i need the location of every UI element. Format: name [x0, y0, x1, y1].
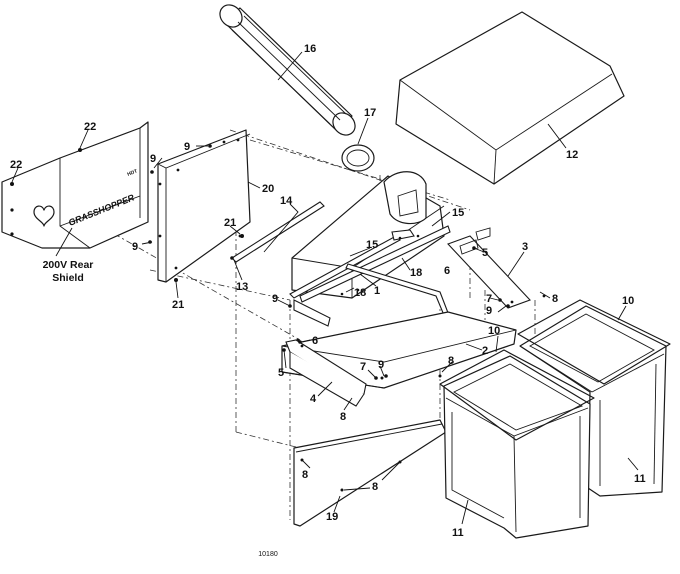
callout-4: 4 — [310, 393, 317, 405]
bottom-rail — [285, 339, 367, 407]
callout-8c: 8 — [340, 411, 346, 423]
callout-1: 1 — [374, 285, 380, 297]
figure-id: 10180 — [258, 551, 278, 558]
front-skirt — [293, 419, 447, 527]
support-panel — [157, 129, 251, 283]
callout-21b: 21 — [172, 299, 184, 311]
hopper-lid — [395, 11, 625, 185]
callout-labels: 1 2 3 4 5 5 6 6 7 7 8 8 8 8 8 9 9 9 9 9 … — [10, 43, 646, 539]
callout-13: 13 — [236, 281, 248, 293]
callout-11a: 11 — [452, 527, 464, 539]
callout-9b: 9 — [150, 153, 156, 165]
callout-3: 3 — [522, 241, 528, 253]
callout-6a: 6 — [444, 265, 450, 277]
callout-6b: 6 — [312, 335, 318, 347]
rear-shield-caption-line-2: Shield — [52, 272, 84, 284]
rear-shield-hdt-label: HDT — [127, 168, 139, 177]
callout-16: 16 — [304, 43, 316, 55]
callout-22a: 22 — [84, 121, 96, 133]
callout-8a: 8 — [552, 293, 558, 305]
upper-frame — [231, 171, 451, 327]
callout-15a: 15 — [452, 207, 464, 219]
front-grass-bag — [439, 349, 595, 539]
callout-9d: 9 — [272, 293, 278, 305]
callout-14: 14 — [280, 195, 293, 207]
callout-15b: 15 — [366, 239, 378, 251]
callout-22b: 22 — [10, 159, 22, 171]
rear-shield-caption: 200V Rear Shield — [43, 259, 94, 284]
callout-8b: 8 — [448, 355, 454, 367]
callout-12: 12 — [566, 149, 578, 161]
callout-9a: 9 — [184, 141, 190, 153]
callout-8d: 8 — [302, 469, 308, 481]
callout-21a: 21 — [224, 217, 236, 229]
callout-5b: 5 — [278, 367, 284, 379]
callout-10a: 10 — [622, 295, 634, 307]
callout-2: 2 — [482, 345, 488, 357]
callout-7a: 7 — [486, 293, 492, 305]
rear-shield: GRASSHOPPER HDT — [1, 121, 149, 249]
callout-7b: 7 — [360, 361, 366, 373]
tube-clamp — [341, 144, 375, 172]
callout-19: 19 — [326, 511, 338, 523]
callout-10b: 10 — [488, 325, 500, 337]
callout-18b: 18 — [354, 287, 366, 299]
callout-9f: 9 — [378, 359, 384, 371]
callout-8e: 8 — [372, 481, 378, 493]
callout-9e: 9 — [486, 305, 492, 317]
rear-shield-caption-line-1: 200V Rear — [43, 259, 94, 271]
fasteners — [10, 144, 510, 380]
leader-lines — [11, 51, 639, 525]
callout-11b: 11 — [634, 473, 646, 485]
intake-tube — [219, 4, 356, 136]
callout-20: 20 — [262, 183, 274, 195]
right-bracket — [447, 227, 546, 309]
callout-5a: 5 — [482, 247, 488, 259]
callout-9c: 9 — [132, 241, 138, 253]
callout-18a: 18 — [410, 267, 422, 279]
callout-17: 17 — [364, 107, 376, 119]
